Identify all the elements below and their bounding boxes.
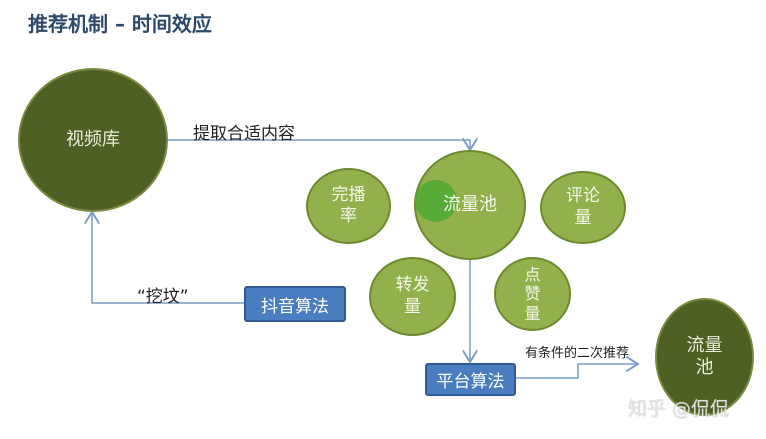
video-library-node: 视频库 bbox=[18, 68, 168, 212]
watermark: 知乎 @侃侃 bbox=[628, 398, 730, 420]
comments-node: 评论 量 bbox=[540, 171, 626, 244]
likes-node: 点 赞 量 bbox=[494, 257, 571, 331]
page-title: 推荐机制 – 时间效应 bbox=[28, 12, 212, 36]
traffic-pool-node: 流量池 bbox=[414, 150, 526, 260]
dig-arrow bbox=[92, 212, 244, 304]
traffic-pool-label: 流量池 bbox=[443, 193, 497, 215]
extract-arrow bbox=[167, 140, 470, 150]
douyin-algorithm-label: 抖音算法 bbox=[261, 296, 329, 317]
shares-label: 转发 量 bbox=[395, 275, 430, 317]
platform-algorithm-box: 平台算法 bbox=[425, 363, 516, 396]
likes-label: 点 赞 量 bbox=[524, 265, 541, 323]
completion-rate-label: 完播 率 bbox=[331, 184, 366, 226]
shares-node: 转发 量 bbox=[369, 257, 456, 336]
completion-rate-node: 完播 率 bbox=[306, 168, 391, 244]
platform-algorithm-label: 平台算法 bbox=[436, 372, 505, 392]
douyin-algorithm-box: 抖音算法 bbox=[244, 286, 346, 322]
cursor-highlight bbox=[415, 180, 457, 222]
dig-label: “挖坟” bbox=[137, 287, 189, 307]
second-pool-label: 流量 池 bbox=[686, 334, 723, 379]
conditional-label: 有条件的二次推荐 bbox=[525, 346, 630, 361]
conditional-arrow bbox=[515, 364, 638, 379]
second-pool-node: 流量 池 bbox=[655, 298, 754, 416]
comments-label: 评论 量 bbox=[566, 186, 600, 228]
video-library-label: 视频库 bbox=[66, 128, 120, 150]
extract-label: 提取合适内容 bbox=[193, 124, 295, 144]
